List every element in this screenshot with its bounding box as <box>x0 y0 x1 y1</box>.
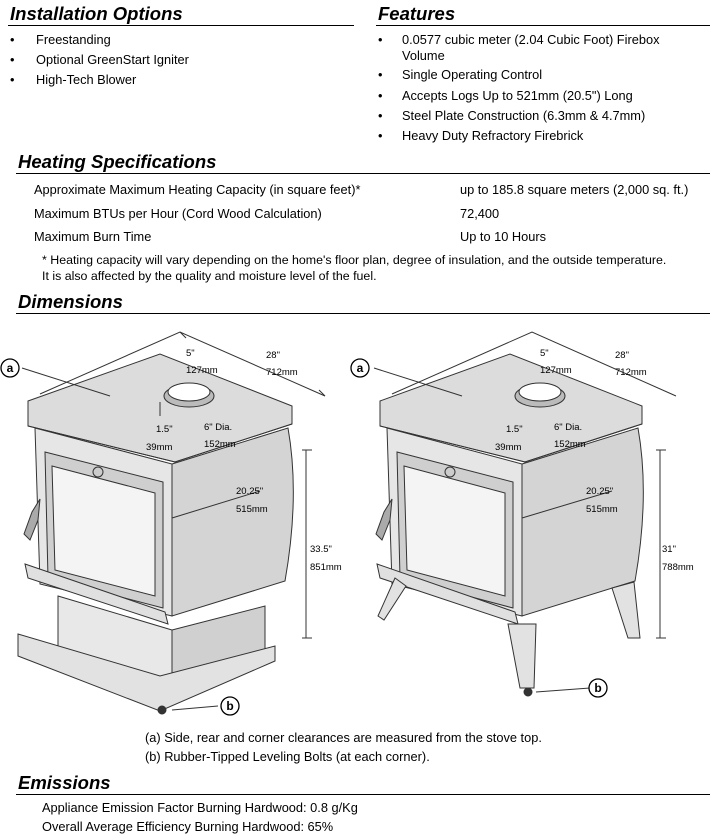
dim-flue-offset-mm: 127mm <box>540 365 572 376</box>
stove-pedestal-diagram: 5" 127mm 28" 712mm 1.5" 39mm 6" Dia. 152… <box>0 331 342 716</box>
stove-leg <box>377 577 407 621</box>
dim-dia-mm: 152mm <box>204 439 236 450</box>
dim-flue-offset-mm: 127mm <box>186 365 218 376</box>
dimension-note-b: (b) Rubber-Tipped Leveling Bolts (at eac… <box>145 749 430 764</box>
installation-heading-rule <box>8 25 354 26</box>
bullet: • <box>10 52 15 67</box>
feature-item: Heavy Duty Refractory Firebrick <box>402 128 584 143</box>
heating-specifications-heading: Heating Specifications <box>18 151 217 172</box>
bullet: • <box>378 108 383 123</box>
dim-depth-in: 20.25" <box>586 486 613 497</box>
callout-a-label: a <box>7 361 14 375</box>
dim-flue-offset-in: 5" <box>186 348 195 359</box>
dim-width-in: 28" <box>615 350 629 361</box>
installation-item: Freestanding <box>36 32 111 47</box>
stove-leg <box>507 623 537 689</box>
dim-depth-mm: 515mm <box>236 504 268 515</box>
stove-base <box>17 633 276 712</box>
stove-legs-diagram: 5" 127mm 28" 712mm 1.5" 39mm 6" Dia. 152… <box>350 331 694 698</box>
bullet: • <box>378 32 383 47</box>
dim-height-in: 33.5" <box>310 544 332 555</box>
heating-footnote: * Heating capacity will vary depending o… <box>42 253 667 267</box>
dimension-note-a: (a) Side, rear and corner clearances are… <box>145 730 542 745</box>
leveling-bolt <box>157 705 167 715</box>
dim-rear-mm: 39mm <box>495 442 521 453</box>
dim-width-mm: 712mm <box>615 367 647 378</box>
feature-item: Accepts Logs Up to 521mm (20.5") Long <box>402 88 633 103</box>
spec-label: Maximum BTUs per Hour (Cord Wood Calcula… <box>34 206 322 221</box>
callout-b <box>220 696 240 716</box>
features-heading: Features <box>378 3 456 24</box>
dim-depth-in: 20.25" <box>236 486 263 497</box>
heating-footnote: It is also affected by the quality and m… <box>42 269 377 283</box>
dimensions-heading: Dimensions <box>18 291 123 312</box>
emissions-line: Overall Average Efficiency Burning Hardw… <box>42 819 334 834</box>
emissions-heading: Emissions <box>18 772 111 793</box>
callout-a-label: a <box>357 361 364 375</box>
stove-side <box>521 427 644 617</box>
leveling-bolt <box>523 687 533 697</box>
dim-height-mm: 851mm <box>310 562 342 573</box>
dim-flue-offset-in: 5" <box>540 348 549 359</box>
emissions-line: Appliance Emission Factor Burning Hardwo… <box>42 800 358 815</box>
installation-item: Optional GreenStart Igniter <box>36 52 189 67</box>
bullet: • <box>10 72 15 87</box>
bullet: • <box>378 128 383 143</box>
dim-dia-in: 6" Dia. <box>204 422 232 433</box>
spec-label: Maximum Burn Time <box>34 229 152 244</box>
stove-leg <box>611 581 641 639</box>
spec-value: Up to 10 Hours <box>460 229 547 244</box>
bullet: • <box>378 88 383 103</box>
emissions-heading-rule <box>16 794 710 795</box>
dim-width-mm: 712mm <box>266 367 298 378</box>
dim-width-in: 28" <box>266 350 280 361</box>
feature-item: 0.0577 cubic meter (2.04 Cubic Foot) Fir… <box>402 32 660 63</box>
callout-b <box>588 678 608 698</box>
bullet: • <box>378 67 383 82</box>
dimensions-heading-rule <box>16 313 710 314</box>
spec-value: up to 185.8 square meters (2,000 sq. ft.… <box>460 182 689 197</box>
dim-dia-in: 6" Dia. <box>554 422 582 433</box>
features-heading-rule <box>376 25 710 26</box>
feature-item: Single Operating Control <box>402 67 543 82</box>
spec-label: Approximate Maximum Heating Capacity (in… <box>34 182 361 197</box>
stove-side <box>171 427 294 617</box>
installation-options-heading: Installation Options <box>10 3 183 24</box>
dim-height-mm: 788mm <box>662 562 694 573</box>
spec-value: 72,400 <box>460 206 500 221</box>
dim-rear-mm: 39mm <box>146 442 172 453</box>
callout-b-label: b <box>226 699 233 713</box>
dim-height-in: 31" <box>662 544 676 555</box>
dim-rear-in: 1.5" <box>156 424 173 435</box>
door-handle <box>23 498 41 541</box>
door-handle <box>375 498 393 541</box>
bullet: • <box>10 32 15 47</box>
heating-heading-rule <box>16 173 710 174</box>
installation-item: High-Tech Blower <box>36 72 137 87</box>
dim-depth-mm: 515mm <box>586 504 618 515</box>
callout-b-label: b <box>594 681 601 695</box>
feature-item: Steel Plate Construction (6.3mm & 4.7mm) <box>402 108 646 123</box>
dim-dia-mm: 152mm <box>554 439 586 450</box>
dim-rear-in: 1.5" <box>506 424 523 435</box>
callout-a <box>0 358 20 378</box>
callout-a <box>350 358 370 378</box>
